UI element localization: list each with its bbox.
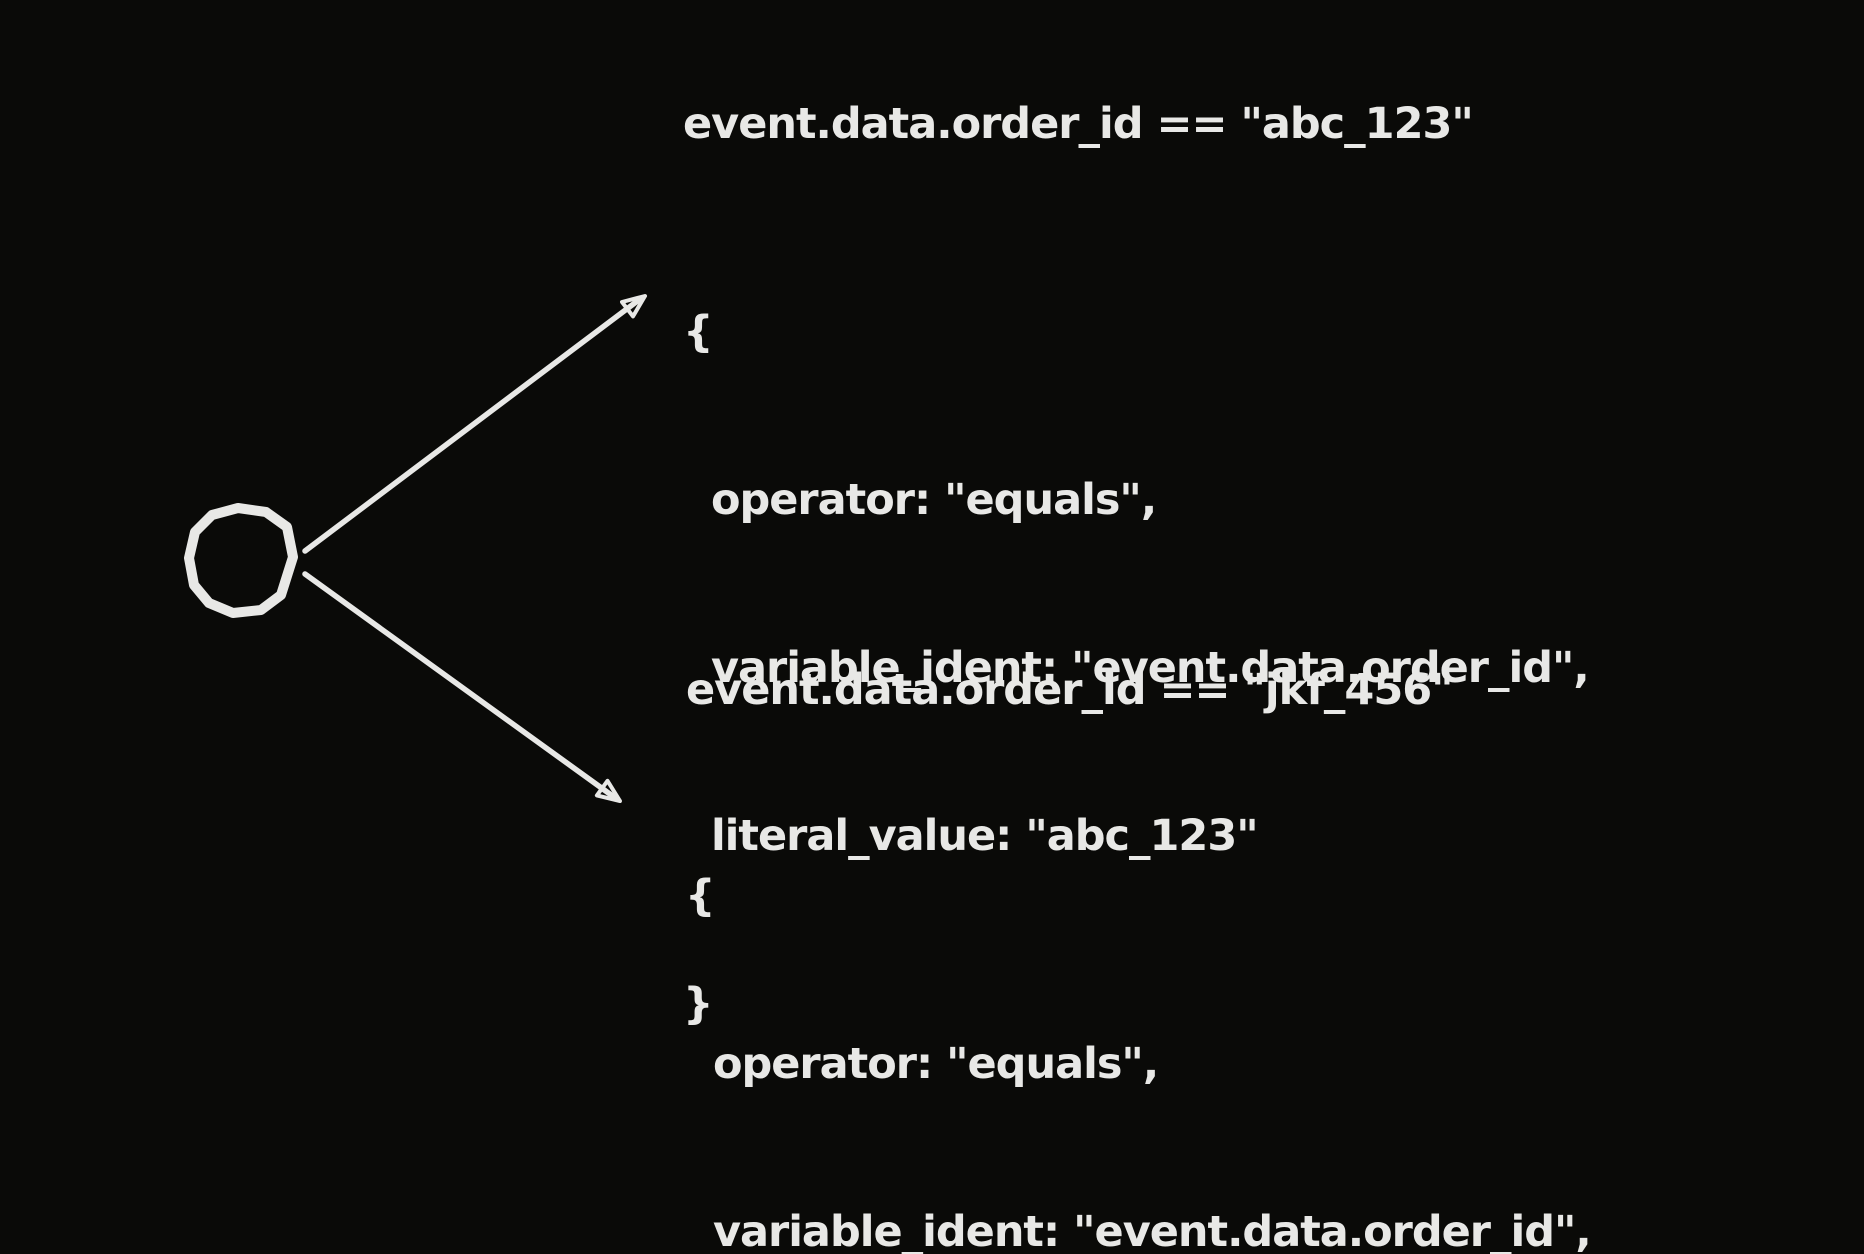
code-line: { (683, 307, 714, 357)
arrow-to-branch-1-line (302, 296, 643, 554)
arrow-to-branch-2-head-icon (594, 778, 622, 803)
code-line: variable_ident: "event.data.order_id", (685, 1207, 1592, 1254)
code-line: operator: "equals", (685, 1039, 1159, 1089)
code-line: literal_value: "abc_123" (683, 811, 1259, 861)
branch-2-expression-label[interactable]: event.data.order_id == "jkf_456" (686, 665, 1454, 715)
code-line: operator: "equals", (683, 475, 1157, 525)
branch-1-code-block[interactable]: { operator: "equals", variable_ident: "e… (683, 192, 1590, 1144)
branch-2-code-block[interactable]: { operator: "equals", variable_ident: "e… (685, 756, 1592, 1254)
arrow-to-branch-2-line (302, 571, 617, 800)
arrow-to-branch-1[interactable] (302, 294, 647, 554)
arrow-to-branch-2[interactable] (302, 571, 622, 803)
code-line: variable_ident: "event.data.order_id", (683, 643, 1590, 693)
arrow-to-branch-1-head-icon (620, 294, 647, 319)
code-line: { (685, 871, 716, 921)
branch-1-expression-label[interactable]: event.data.order_id == "abc_123" (683, 99, 1474, 149)
code-line: } (683, 979, 714, 1029)
condition-node-circle[interactable] (184, 503, 298, 618)
